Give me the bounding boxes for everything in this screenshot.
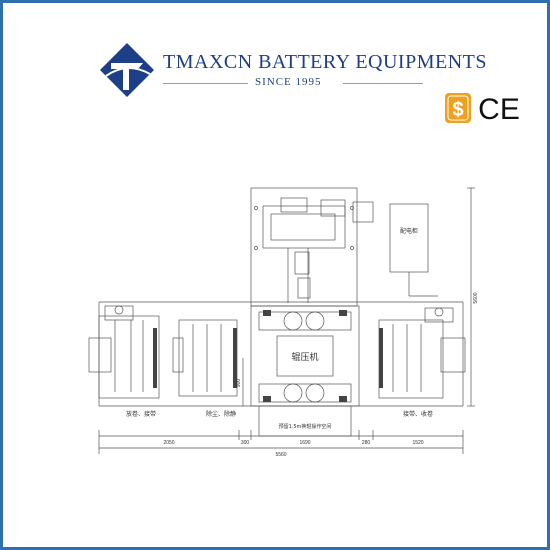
dim-280: 280 — [362, 440, 371, 446]
dim-300: 300 — [241, 440, 250, 446]
machine-layout-drawing: 配电柜 辊压机 放卷、接带 除尘、除静 接带、收卷 预留1.5m换辊操作空间 2… — [88, 187, 479, 458]
dim-side: 900 — [236, 379, 242, 388]
dim-height: 5600 — [473, 292, 479, 303]
rewind-right-label: 接带、收卷 — [403, 410, 433, 418]
dim-total: 5560 — [275, 452, 286, 458]
certification-badges: $ CE — [445, 93, 520, 125]
left-dust-unit — [178, 319, 238, 397]
brand-rule-right — [343, 83, 423, 84]
right-rewind-unit — [378, 319, 444, 399]
dim-1690: 1690 — [299, 440, 310, 446]
dim-2050: 2050 — [163, 440, 174, 446]
tmaxcn-logo-icon — [100, 43, 154, 97]
dust-left-label: 除尘、除静 — [206, 410, 236, 418]
unwind-left-label: 放卷、接带 — [126, 410, 156, 418]
brand-rule-left — [163, 83, 248, 84]
ce-mark-icon: CE — [478, 93, 520, 125]
brand-title: TMAXCN BATTERY EQUIPMENTS — [163, 51, 487, 73]
electrical-cabinet — [389, 203, 429, 273]
cabinet-label: 配电柜 — [400, 227, 418, 235]
brand-since: SINCE 1995 — [255, 76, 322, 88]
dollar-badge-icon: $ — [445, 93, 471, 123]
dim-1520: 1520 — [412, 440, 423, 446]
space-note-label: 预留1.5m换辊操作空间 — [279, 423, 332, 430]
press-label: 辊压机 — [291, 351, 318, 363]
left-unwind-unit — [98, 315, 160, 399]
svg-text:$: $ — [452, 99, 463, 121]
